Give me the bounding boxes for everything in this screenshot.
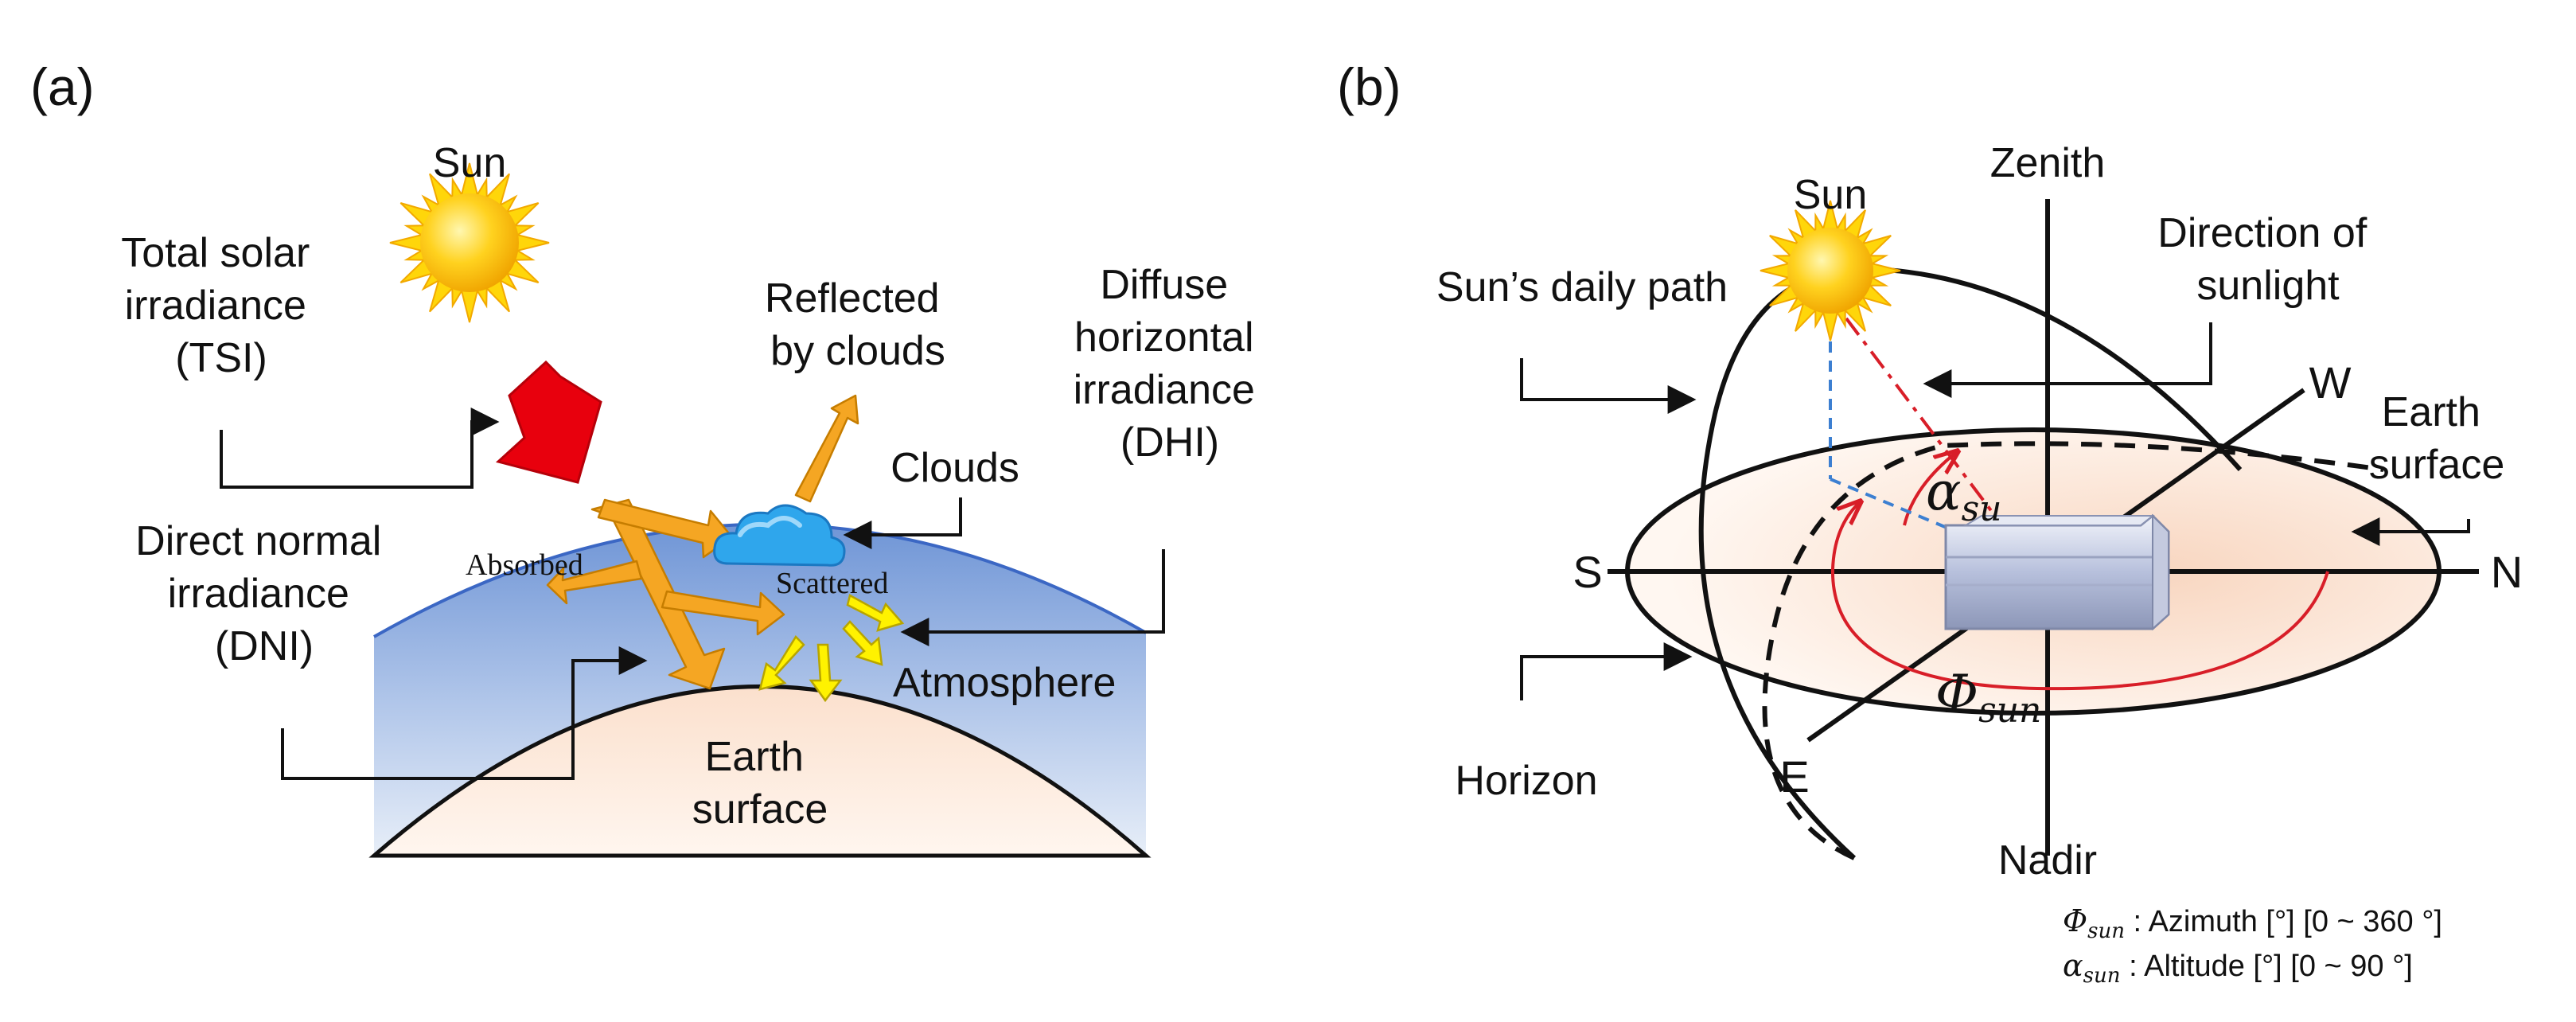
legend-altitude: αsun : Altitude [°] [0 ~ 90 °] — [2063, 948, 2413, 988]
east-label: E — [1779, 751, 1809, 802]
panel-b-tag: (b) — [1337, 57, 1401, 116]
sun-label-b: Sun — [1794, 172, 1868, 218]
horizon-label: Horizon — [1455, 758, 1597, 804]
horizon-connector — [1520, 642, 1693, 700]
west-label: W — [2309, 357, 2352, 408]
north-label: N — [2491, 547, 2523, 597]
clouds-connector — [843, 497, 962, 549]
direction-label: Direction of sunlight — [2157, 210, 2378, 309]
azimuth-arc — [1830, 501, 2329, 691]
sun-path-dashed — [1762, 441, 2384, 860]
altitude-symbol: αsu — [1926, 461, 2002, 529]
scattered-label: Scattered — [776, 567, 888, 600]
tsi-connector — [220, 408, 500, 489]
daily-path-label: Sun’s daily path — [1436, 264, 1728, 310]
sun-icon — [389, 162, 550, 323]
panel-a: (a) — [30, 57, 1267, 858]
panel-b: (b) — [1337, 57, 2523, 988]
sunlight-ray — [1845, 317, 2009, 533]
tsi-label: Total solar irradiance (TSI) — [121, 230, 321, 381]
rail-object — [1944, 513, 2170, 631]
dni-label: Direct normal irradiance (DNI) — [135, 518, 393, 669]
azimuth-symbol: Φsun — [1935, 664, 2041, 731]
south-label: S — [1572, 547, 1602, 597]
earth-label-b: Earth surface — [2369, 389, 2505, 488]
panel-a-tag: (a) — [30, 57, 95, 116]
sun-daily-path — [1698, 266, 2243, 860]
sun-icon — [1760, 200, 1901, 341]
dhi-label: Diffuse horizontal irradiance (DHI) — [1074, 262, 1267, 466]
nadir-label: Nadir — [1998, 837, 2097, 884]
earth-connector — [2351, 517, 2470, 546]
clouds-label: Clouds — [890, 445, 1019, 491]
earth-label-a: Earth surface — [692, 734, 828, 833]
legend-azimuth: Φsun : Azimuth [°] [0 ~ 360 °] — [2063, 903, 2442, 943]
zenith-label: Zenith — [1990, 140, 2106, 186]
altitude-arc — [1903, 451, 1958, 526]
incoming-solar-arrow — [495, 360, 602, 484]
absorbed-label: Absorbed — [466, 548, 583, 582]
orange-ray-paths — [546, 394, 859, 690]
dni-connector — [281, 646, 648, 780]
dhi-connector — [900, 549, 1165, 646]
daily-path-connector — [1520, 358, 1697, 414]
atmosphere-label: Atmosphere — [893, 660, 1116, 706]
sun-projection-dash — [1830, 478, 1965, 536]
cloud-icon — [713, 504, 846, 567]
reflected-label: Reflected by clouds — [765, 275, 951, 374]
sun-label-a: Sun — [433, 140, 507, 186]
yellow-scatter-arrows — [758, 594, 905, 703]
direction-connector — [1923, 322, 2212, 398]
